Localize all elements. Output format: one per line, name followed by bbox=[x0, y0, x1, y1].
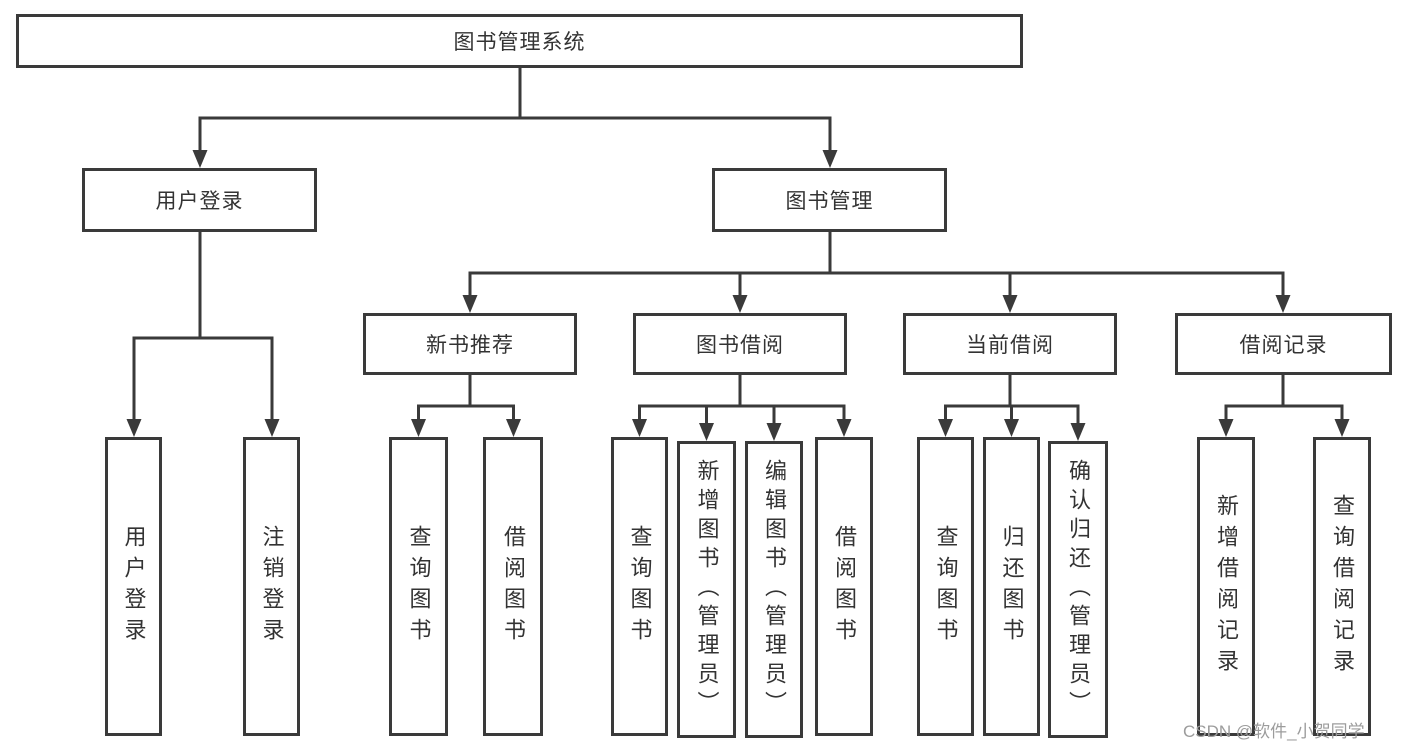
node-user-login: 用户登录 bbox=[82, 168, 317, 232]
leaf-label: 用户登录 bbox=[121, 524, 147, 649]
leaf-label: 新增借阅记录 bbox=[1214, 493, 1239, 680]
leaf-add-book-admin: 新增图书（管理员） bbox=[677, 441, 736, 738]
leaf-label: 注销登录 bbox=[259, 524, 285, 649]
connector-borrow-records-branch bbox=[1218, 375, 1350, 437]
leaf-confirm-return-admin: 确认归还（管理员） bbox=[1048, 441, 1108, 738]
leaf-query-borrow-record: 查询借阅记录 bbox=[1313, 437, 1371, 736]
watermark: CSDN @软件_小贺同学 bbox=[1183, 722, 1365, 741]
node-new-book-recommend: 新书推荐 bbox=[363, 313, 577, 375]
connector-book-management-branch bbox=[462, 232, 1291, 313]
leaf-borrow-books: 借阅图书 bbox=[815, 437, 873, 736]
leaf-label: 借阅图书 bbox=[832, 524, 857, 649]
leaf-label: 查询借阅记录 bbox=[1330, 493, 1355, 680]
leaf-label: 查询图书 bbox=[627, 524, 653, 649]
node-label: 用户登录 bbox=[155, 190, 244, 213]
leaf-label: 查询图书 bbox=[406, 524, 432, 649]
node-label: 图书管理系统 bbox=[453, 31, 586, 54]
node-label: 借阅记录 bbox=[1239, 334, 1328, 357]
connector-user-login-branch bbox=[126, 232, 280, 437]
leaf-query-books-recommend: 查询图书 bbox=[389, 437, 448, 736]
leaf-logout: 注销登录 bbox=[243, 437, 300, 736]
node-book-management: 图书管理 bbox=[712, 168, 947, 232]
leaf-label: 新增图书（管理员） bbox=[694, 459, 720, 720]
leaf-label: 确认归还（管理员） bbox=[1066, 459, 1091, 720]
connector-root-to-level2 bbox=[192, 68, 838, 168]
connector-current-borrow-branch bbox=[938, 375, 1086, 441]
leaf-borrow-books-recommend: 借阅图书 bbox=[483, 437, 543, 736]
node-borrow-records: 借阅记录 bbox=[1175, 313, 1392, 375]
node-book-borrow: 图书借阅 bbox=[633, 313, 847, 375]
leaf-label: 查询图书 bbox=[933, 524, 959, 649]
leaf-user-login: 用户登录 bbox=[105, 437, 162, 736]
node-label: 图书借阅 bbox=[696, 334, 784, 357]
leaf-label: 借阅图书 bbox=[501, 524, 526, 649]
connector-book-borrow-branch bbox=[632, 375, 852, 441]
connector-new-books-branch bbox=[411, 375, 521, 437]
leaf-label: 归还图书 bbox=[999, 524, 1025, 649]
leaf-label: 编辑图书（管理员） bbox=[762, 459, 787, 720]
node-label: 当前借阅 bbox=[966, 334, 1054, 357]
leaf-return-book: 归还图书 bbox=[983, 437, 1040, 736]
leaf-query-books-current: 查询图书 bbox=[917, 437, 974, 736]
node-current-borrow: 当前借阅 bbox=[903, 313, 1117, 375]
leaf-query-books-borrow: 查询图书 bbox=[611, 437, 668, 736]
node-root: 图书管理系统 bbox=[16, 14, 1023, 68]
node-label: 新书推荐 bbox=[426, 334, 514, 357]
leaf-add-borrow-record: 新增借阅记录 bbox=[1197, 437, 1255, 736]
node-label: 图书管理 bbox=[785, 190, 874, 213]
leaf-edit-book-admin: 编辑图书（管理员） bbox=[745, 441, 803, 738]
